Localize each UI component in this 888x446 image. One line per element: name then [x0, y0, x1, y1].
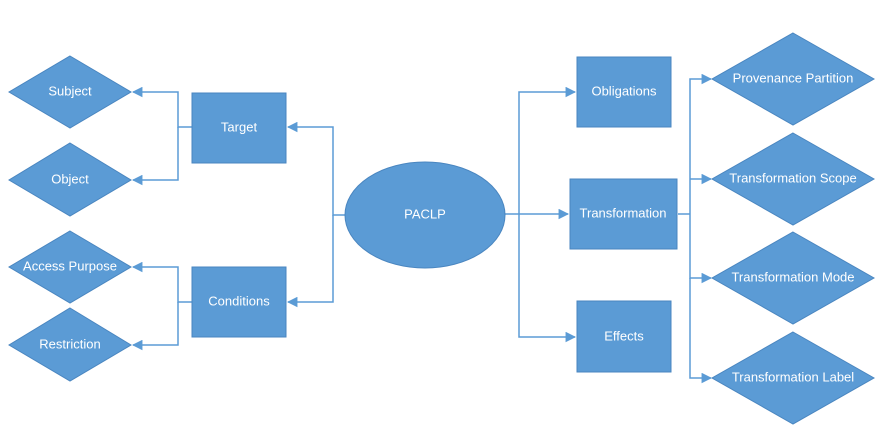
transformation-scope-label: Transformation Scope [729, 170, 856, 185]
obligations-label: Obligations [591, 83, 657, 98]
connector-target-subject [131, 86, 192, 128]
paclp-label: PACLP [404, 206, 446, 221]
transformation-node: Transformation [569, 178, 678, 250]
conditions-node: Conditions [191, 266, 287, 338]
subject-node: Subject [8, 55, 132, 129]
connector-transformation-mode [689, 214, 713, 284]
transformation-mode-node: Transformation Mode [710, 231, 876, 325]
object-node: Object [8, 142, 132, 217]
target-node: Target [191, 92, 287, 164]
connectors [131, 73, 713, 384]
transformation-label-label: Transformation Label [732, 369, 854, 384]
access-purpose-label: Access Purpose [23, 258, 117, 273]
connector-paclp-target [286, 121, 345, 216]
restriction-node: Restriction [8, 307, 132, 382]
connector-paclp-conditions [286, 215, 334, 308]
provenance-partition-node: Provenance Partition [710, 32, 876, 126]
connector-transformation-label [689, 278, 713, 384]
connector-conditions-access-purpose [131, 261, 192, 303]
effects-node: Effects [576, 300, 672, 373]
provenance-partition-label: Provenance Partition [733, 70, 854, 85]
access-purpose-node: Access Purpose [8, 230, 132, 304]
effects-label: Effects [604, 328, 644, 343]
object-label: Object [51, 171, 89, 186]
connector-paclp-obligations [518, 86, 577, 214]
paclp-node: PACLP [344, 161, 506, 269]
transformation-label: Transformation [580, 205, 667, 220]
transformation-scope-node: Transformation Scope [710, 132, 876, 226]
transformation-mode-label: Transformation Mode [731, 269, 854, 284]
connector-target-object [131, 127, 179, 186]
target-label: Target [221, 119, 258, 134]
subject-label: Subject [48, 83, 92, 98]
obligations-node: Obligations [576, 56, 672, 128]
transformation-label-node: Transformation Label [710, 331, 876, 425]
connector-paclp-effects [518, 214, 577, 343]
connector-transformation-provenance [689, 73, 713, 214]
connector-conditions-restriction [131, 302, 179, 351]
conditions-label: Conditions [208, 293, 270, 308]
restriction-label: Restriction [39, 336, 100, 351]
